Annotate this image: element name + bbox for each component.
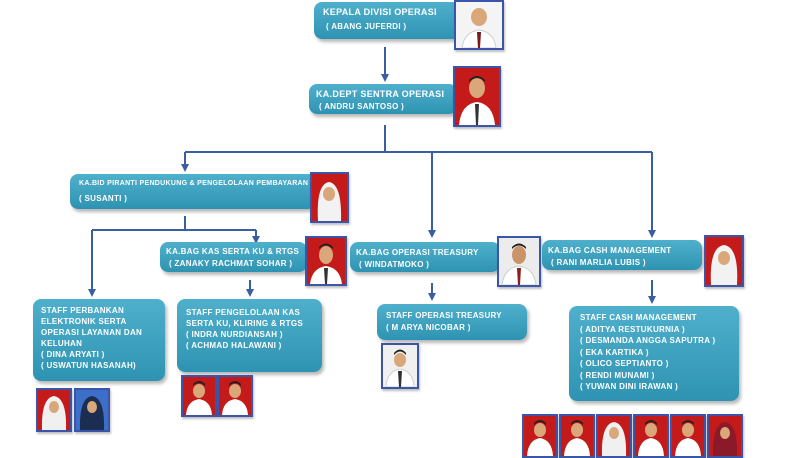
photo-staff-cash-6 <box>707 414 743 458</box>
photo-ka-bid <box>310 172 349 223</box>
node-title: KA.BAG OPERASI TREASURY <box>356 248 479 257</box>
node-ka-bag-kas: KA.BAG KAS SERTA KU & RTGS ( ZANAKY RACH… <box>160 242 307 272</box>
photo-ka-bag-kas <box>305 236 347 286</box>
staff-treasury-box: STAFF OPERASI TREASURY ( M ARYA NICOBAR … <box>377 304 527 340</box>
staff-perbankan-box: STAFF PERBANKAN ELEKTRONIK SERTA OPERASI… <box>33 299 165 381</box>
node-name: ( ANDRU SANTOSO ) <box>319 102 405 111</box>
staff-name: ( DESMANDA ANGGA SAPUTRA ) <box>580 336 716 345</box>
staff-name: ( INDRA NURDIANSAH ) <box>186 330 283 339</box>
node-title: KA.BAG KAS SERTA KU & RTGS <box>166 247 300 256</box>
staff-name: ( ACHMAD HALAWANI ) <box>186 341 282 350</box>
node-title: KA.BAG CASH MANAGEMENT <box>548 246 672 255</box>
staff-title: STAFF PENGELOLAAN KAS SERTA KU, KLIRING … <box>186 308 303 328</box>
node-title: KEPALA DIVISI OPERASI <box>323 7 437 17</box>
staff-name: ( RENDI MUNAMI ) <box>580 370 655 380</box>
staff-cash-box: STAFF CASH MANAGEMENT ( ADITYA RESTUKURN… <box>569 306 739 401</box>
node-name: ( ZANAKY RACHMAT SOHAR ) <box>169 259 293 268</box>
photo-ka-bag-cash <box>704 235 744 287</box>
staff-name: ( USWATUN HASANAH) <box>41 361 137 370</box>
node-title: KA.BID PIRANTI PENDUKUNG & PENGELOLAAN P… <box>79 180 309 187</box>
photo-staff-cash-2 <box>559 414 595 458</box>
photo-staff-pengelolaan-2 <box>217 375 253 417</box>
staff-name: ( DINA ARYATI ) <box>41 350 105 359</box>
photo-kepala-divisi <box>454 0 504 50</box>
photo-staff-perbankan-1 <box>36 388 72 432</box>
staff-name: ( OLICO SEPTIANTO ) <box>580 359 669 368</box>
node-name: ( WINDATMOKO ) <box>359 260 430 269</box>
node-ka-bag-cash: KA.BAG CASH MANAGEMENT ( RANI MARLIA LUB… <box>542 240 702 270</box>
staff-name: ( M ARYA NICOBAR ) <box>386 323 471 332</box>
staff-name: ( ADITYA RESTUKURNIA ) <box>580 324 685 334</box>
node-name: ( SUSANTI ) <box>79 194 128 203</box>
node-ka-bag-treasury: KA.BAG OPERASI TREASURY ( WINDATMOKO ) <box>350 242 500 272</box>
node-kepala-divisi: KEPALA DIVISI OPERASI ( ABANG JUFERDI ) <box>314 2 460 39</box>
node-title: KA.DEPT SENTRA OPERASI <box>316 89 445 99</box>
node-ka-bid: KA.BID PIRANTI PENDUKUNG & PENGELOLAAN P… <box>70 174 316 209</box>
photo-ka-dept <box>453 66 501 127</box>
staff-title: STAFF OPERASI TREASURY <box>386 311 502 320</box>
photo-staff-pengelolaan-1 <box>181 375 217 417</box>
staff-title: STAFF PERBANKAN ELEKTRONIK SERTA OPERASI… <box>41 306 143 348</box>
photo-staff-cash-5 <box>670 414 706 458</box>
node-name: ( ABANG JUFERDI ) <box>326 22 407 31</box>
photo-staff-cash-3 <box>596 414 632 458</box>
photo-staff-cash-4 <box>633 414 669 458</box>
staff-title: STAFF CASH MANAGEMENT <box>580 313 697 322</box>
staff-name: ( YUWAN DINI IRAWAN ) <box>580 382 679 391</box>
photo-staff-perbankan-2 <box>74 388 110 432</box>
photo-ka-bag-treasury <box>497 236 541 287</box>
photo-staff-cash-1 <box>522 414 558 458</box>
photo-staff-treasury <box>381 343 419 389</box>
staff-pengelolaan-box: STAFF PENGELOLAAN KAS SERTA KU, KLIRING … <box>177 299 322 372</box>
node-ka-dept: KA.DEPT SENTRA OPERASI ( ANDRU SANTOSO ) <box>309 84 457 114</box>
node-name: ( RANI MARLIA LUBIS ) <box>551 258 646 267</box>
staff-name: ( EKA KARTIKA ) <box>580 347 649 357</box>
